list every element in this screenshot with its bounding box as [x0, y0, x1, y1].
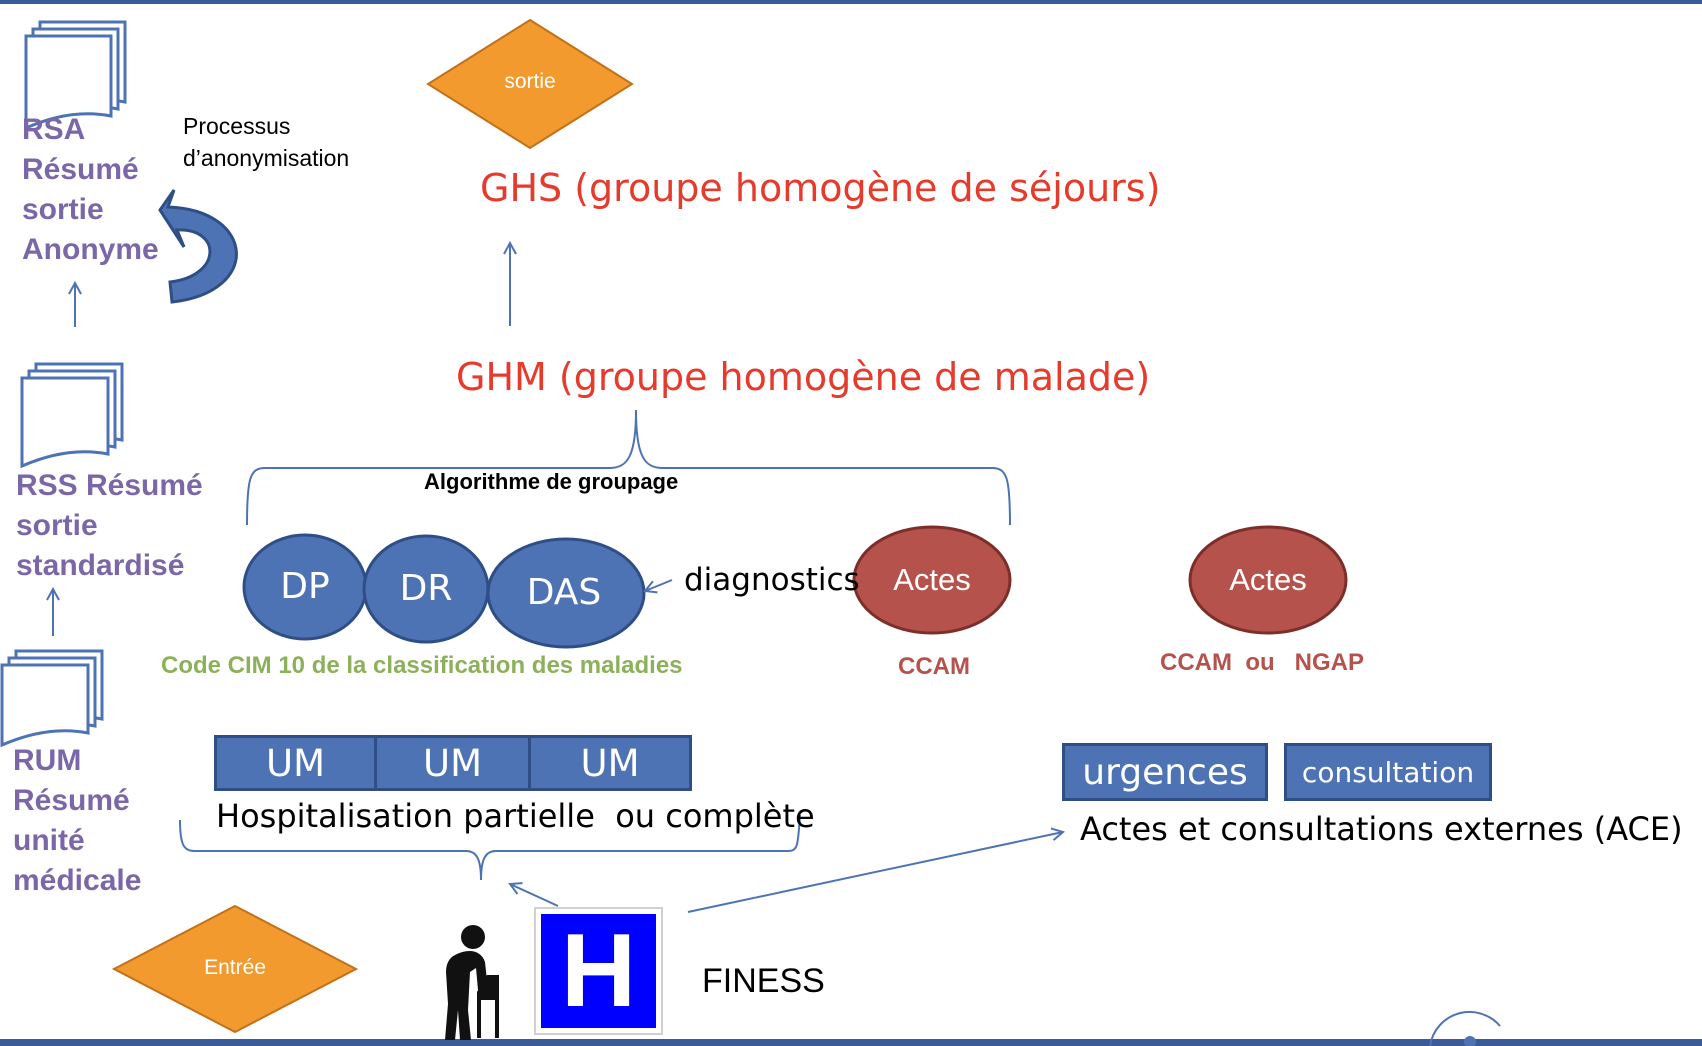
rsa-line3: sortie [22, 193, 104, 226]
urgences-box: urgences [1062, 743, 1268, 801]
sortie-label: sortie [504, 70, 556, 93]
actes-2-caption: CCAM ou NGAP [1160, 649, 1364, 676]
rum-document-icon [0, 649, 104, 748]
hospital-to-um-arrow [510, 884, 559, 907]
rsa-label: RSA Résumé sortie Anonyme [22, 110, 159, 270]
actes-2-label: Actes [1229, 562, 1307, 597]
finess-label: FINESS [702, 962, 825, 1000]
hospitalisation-label: Hospitalisation partielle ou complète [216, 797, 815, 835]
hospital-sign-inner [541, 914, 656, 1028]
rsa-line4: Anonyme [22, 233, 159, 266]
process-line2: d’anonymisation [183, 145, 350, 171]
anonymisation-curved-arrow [158, 189, 238, 304]
hospitalisation-brace [179, 814, 801, 881]
rum-line1: RUM [13, 744, 82, 777]
actes-ellipse-2 [1188, 525, 1348, 635]
sortie-diamond [426, 18, 634, 150]
anonymisation-label: Processus d’anonymisation [183, 110, 349, 174]
dr-label: DR [399, 568, 453, 609]
algorithme-brace [246, 409, 1011, 526]
dp-label: DP [280, 566, 330, 607]
ace-label: Actes et consultations externes (ACE) [1080, 810, 1683, 848]
rsa-line2: Résumé [22, 153, 139, 186]
diagnostics-arrow [645, 579, 673, 591]
rsa-line1: RSA [22, 113, 86, 146]
entree-diamond [111, 904, 359, 1034]
elderly-person-icon [445, 925, 499, 1040]
rum-label: RUM Résumé unité médicale [13, 741, 141, 901]
seal-logo [1429, 1010, 1501, 1046]
code-cim-label: Code CIM 10 de la classification des mal… [161, 652, 683, 679]
rum-line3: unité [13, 824, 85, 857]
rum-line2: Résumé [13, 784, 130, 817]
um-box-1: UM [214, 735, 377, 791]
rss-line2: sortie [16, 509, 98, 542]
rss-line3: standardisé [16, 549, 185, 582]
um-box-3: UM [528, 735, 692, 791]
rss-document-icon [20, 362, 124, 469]
diagnostics-label: diagnostics [684, 562, 860, 598]
um-box-2: UM [374, 735, 531, 791]
ghs-title: GHS (groupe homogène de séjours) [480, 166, 1161, 210]
das-label: DAS [526, 572, 602, 613]
bottom-bar [0, 1039, 1702, 1046]
rum-line4: médicale [13, 864, 142, 897]
algorithme-label: Algorithme de groupage [424, 469, 679, 494]
actes-1-label: Actes [893, 562, 971, 597]
ghm-title: GHM (groupe homogène de malade) [456, 355, 1151, 399]
actes-ellipse-1 [852, 525, 1012, 635]
hospital-sign-letter: H [560, 912, 637, 1029]
entree-label: Entrée [204, 956, 266, 979]
top-bar [0, 0, 1702, 4]
rsa-document-icon [24, 20, 127, 131]
consultation-box: consultation [1284, 743, 1492, 801]
hospital-to-ace-arrow [687, 832, 1063, 913]
rss-label: RSS Résumé sortie standardisé [16, 466, 203, 586]
actes-1-caption: CCAM [898, 653, 970, 680]
rss-line1: RSS Résumé [16, 469, 203, 502]
process-line1: Processus [183, 113, 291, 139]
